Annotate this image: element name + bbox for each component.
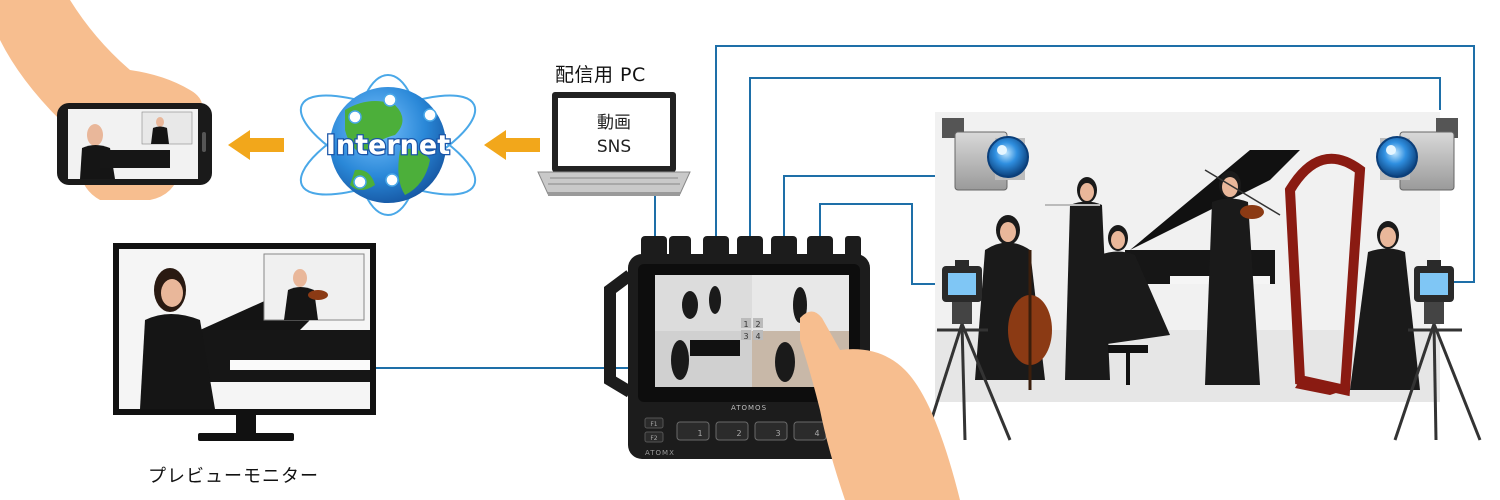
grid-number: 1 — [743, 320, 748, 329]
cable-camera-right-top — [749, 77, 1441, 236]
arrow-left-icon — [484, 130, 540, 160]
arrow-left-icon — [228, 130, 284, 160]
camera-icon — [1376, 118, 1458, 191]
flow-arrows — [228, 130, 540, 160]
grid-number: 4 — [755, 332, 760, 341]
cable-camera-far-right — [715, 45, 1475, 283]
device-model: ATOMX — [645, 449, 675, 457]
input-button-3[interactable]: 3 — [775, 429, 780, 438]
tripod-icon — [1393, 302, 1482, 441]
grid-number: 3 — [743, 332, 748, 341]
pc-screen-line2: SNS — [597, 137, 631, 157]
camera-icon — [1414, 260, 1454, 302]
laptop-icon: 動画 SNS — [537, 92, 691, 196]
fn-button[interactable]: F2 — [650, 435, 657, 442]
camera-icon — [942, 260, 982, 302]
streaming-pc-label: 配信用 PC — [555, 64, 646, 86]
preview-monitor-label: プレビューモニター — [148, 466, 319, 487]
cables — [376, 45, 1475, 369]
grid-number: 2 — [755, 320, 760, 329]
input-button-4[interactable]: 4 — [814, 429, 819, 438]
device-brand: ATOMOS — [731, 404, 767, 412]
fn-button[interactable]: F1 — [650, 421, 657, 428]
cable-camera-left-bottom — [819, 203, 944, 285]
pointing-hand-icon — [800, 311, 960, 500]
internet-globe-icon: Internet — [299, 74, 477, 216]
cable-camera-left-top — [783, 175, 948, 236]
input-button-2[interactable]: 2 — [736, 429, 741, 438]
camera-icon — [942, 118, 1029, 191]
input-button-1[interactable]: 1 — [697, 429, 702, 438]
smartphone-icon — [57, 103, 212, 185]
internet-label: Internet — [326, 130, 450, 161]
pc-screen-line1: 動画 — [597, 113, 631, 133]
preview-monitor-icon — [113, 243, 376, 441]
